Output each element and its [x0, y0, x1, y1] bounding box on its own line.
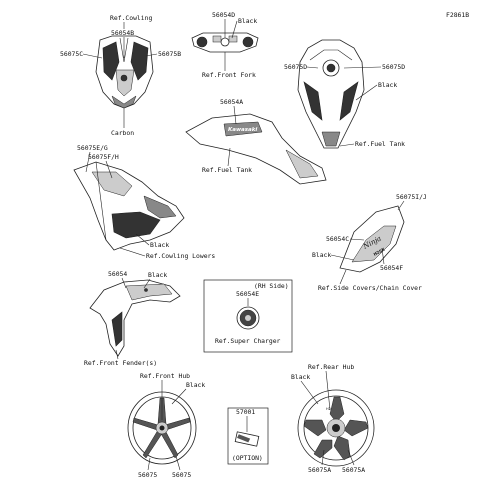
label-black-fender: Black: [148, 271, 167, 279]
side-cover: Ninja H2SX: [339, 205, 405, 273]
label-ref-front-fork: Ref.Front Fork: [202, 71, 256, 79]
rh-side-box: [203, 279, 293, 353]
leader-black-side: [330, 254, 355, 261]
label-rh-side: (RH Side): [254, 282, 289, 290]
leader-56054: [121, 277, 127, 289]
label-56054F: 56054F: [380, 264, 403, 272]
leader-56075D-right: [343, 66, 382, 69]
option-box: [227, 407, 269, 465]
label-ref-front-fender: Ref.Front Fender(s): [84, 359, 157, 367]
leader-56075B: [145, 53, 158, 57]
label-ref-cowling: Ref.Cowling: [110, 14, 152, 22]
label-56075EG: 56075E/G: [77, 144, 108, 152]
label-carbon: Carbon: [111, 129, 134, 137]
leader-56075A-a: [321, 449, 325, 466]
leader-56054A: [233, 105, 237, 125]
label-56075D-right: 56075D: [382, 63, 405, 71]
front-wheel: [127, 391, 197, 465]
leader-black-lower: [135, 233, 150, 246]
label-ref-fuel-tank-right: Ref.Fuel Tank: [355, 140, 405, 148]
leader-ref-fuel-tank-mid: [227, 147, 231, 167]
label-ref-rear-hub: Ref.Rear Hub: [308, 363, 354, 371]
leader-56075C: [82, 53, 103, 59]
label-56075A-b: 56075A: [342, 466, 365, 474]
label-56075-a: 56075: [138, 471, 157, 479]
label-ref-front-hub: Ref.Front Hub: [140, 372, 190, 380]
option-decal: [234, 431, 260, 447]
label-56075A-a: 56075A: [308, 466, 331, 474]
label-56075C: 56075C: [60, 50, 83, 58]
leader-ref-fuel-tank-right: [339, 143, 355, 147]
leader-black-rear-hub: [300, 380, 319, 405]
label-57001: 57001: [236, 408, 255, 416]
front-cowling: [95, 35, 154, 109]
label-56075D-left: 56075D: [284, 63, 307, 71]
leader-56054F: [381, 247, 385, 265]
leader-black-front-hub: [171, 388, 187, 405]
leader-56075FH: [105, 160, 113, 179]
leader-ref-rear-hub: [325, 370, 331, 411]
label-ref-cowling-lowers: Ref.Cowling Lowers: [146, 252, 215, 260]
label-56054B: 56054B: [111, 29, 134, 37]
label-56054C: 56054C: [326, 235, 349, 243]
rear-wheel: H2: [297, 389, 375, 467]
leader-56054C: [349, 238, 365, 241]
label-black-fork: Black: [238, 17, 257, 25]
leader-black-fender: [143, 278, 151, 289]
leader-56075-a: [147, 457, 151, 471]
label-black-front-hub: Black: [186, 381, 205, 389]
label-56075IJ: 56075I/J: [396, 193, 427, 201]
label-black-side: Black: [312, 251, 331, 259]
leader-ref-front-fender: [115, 349, 119, 360]
label-56054E: 56054E: [236, 290, 259, 298]
kawasaki-logo: Kawasaki: [228, 127, 257, 133]
rear-wheel-badge: H2: [326, 407, 331, 411]
leader-56075IJ: [397, 200, 405, 211]
leader-56075A-b: [347, 449, 355, 466]
label-56075FH: 56075F/H: [88, 153, 119, 161]
label-56075-b: 56075: [172, 471, 191, 479]
label-ref-fuel-tank-mid: Ref.Fuel Tank: [202, 166, 252, 174]
label-black-lower: Black: [150, 241, 169, 249]
leader-56075EG: [85, 151, 91, 173]
leader-56075D-left: [306, 66, 319, 69]
label-black-tank: Black: [378, 81, 397, 89]
supercharger-emblem: [236, 306, 260, 330]
leader-ref-side-covers: [339, 269, 347, 285]
diagram-id: F2861B: [446, 11, 469, 19]
leader-ref-cowling-lowers: [119, 247, 146, 257]
h2-logo: H2SX: [373, 247, 386, 257]
lower-cowling: [73, 161, 185, 251]
leader-56075-b: [175, 455, 181, 471]
front-fender: [89, 279, 181, 357]
label-56075B: 56075B: [158, 50, 181, 58]
label-ref-super-charger: Ref.Super Charger: [215, 337, 281, 345]
fuel-tank: [297, 39, 365, 149]
fork-top-bridge: [191, 32, 259, 53]
leader-black-tank: [355, 84, 378, 101]
label-option: (OPTION): [232, 454, 263, 462]
label-56054D: 56054D: [212, 11, 235, 19]
label-56054A: 56054A: [220, 98, 243, 106]
label-black-rear-hub: Black: [291, 373, 310, 381]
label-ref-side-covers: Ref.Side Covers/Chain Cover: [318, 284, 422, 292]
label-56054: 56054: [108, 270, 127, 278]
leader-black-fork: [231, 20, 238, 39]
side-tank-panel: Kawasaki: [185, 113, 327, 185]
